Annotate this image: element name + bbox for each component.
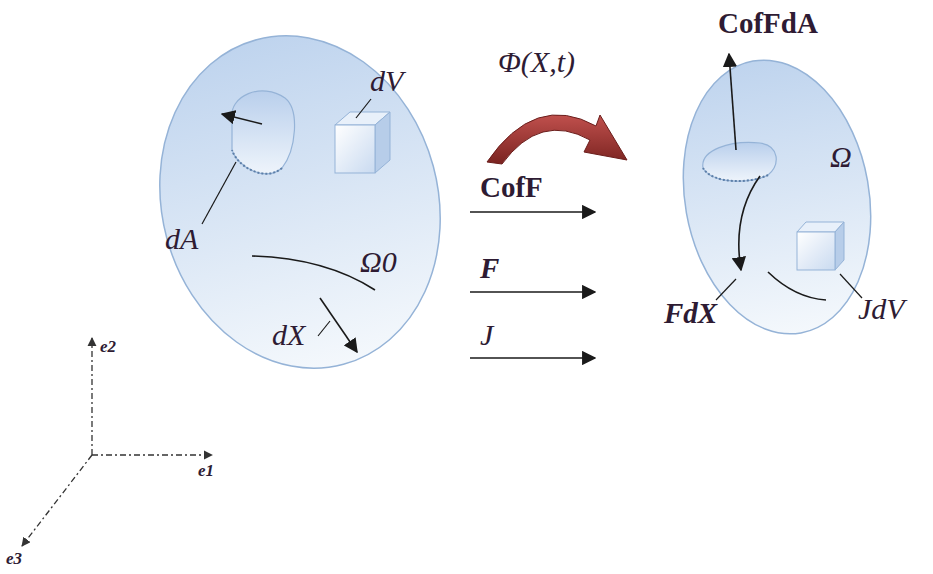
normal-arrow [729,54,736,150]
volume-cube [335,112,390,173]
region-label: Ω [830,140,852,173]
normal-arrow [222,114,262,124]
axes [22,338,212,546]
map-arrow [470,211,595,213]
leader-line [318,321,330,336]
axis-label: e3 [6,550,22,569]
leader-line [716,279,736,300]
area-element [232,91,295,174]
map-arrow [470,291,595,293]
image-volume-label: JdV [858,292,905,325]
axis-e2 [91,338,92,455]
cube-front [335,125,375,173]
body-shape [662,45,891,349]
mapping-label: Φ(X,t) [498,45,575,78]
material-curve [252,256,375,290]
map-arrow [470,357,595,359]
gradient-label: F [480,253,499,285]
axis-e3 [22,455,92,546]
image-line-label: FdX [664,298,717,330]
area-label: dA [165,222,198,255]
image-normal-label: CofFdA [718,8,818,40]
body-shape [123,4,477,400]
axis-label: e2 [100,338,116,357]
cube-side [375,112,390,173]
region-label: Ω0 [360,245,397,278]
area-shadow [232,150,282,174]
line-element-arrow [320,298,357,352]
material-curve [768,272,826,300]
line-label: dX [272,318,305,351]
axis-label: e1 [198,462,214,481]
cube-front [797,232,835,270]
leader-line [202,162,236,224]
leader-line [356,99,371,118]
line-element-arrow [739,176,760,270]
cube-side [835,222,844,270]
volume-cube [797,222,844,270]
cofactor-label: CofF [480,172,543,204]
volume-label: dV [370,64,403,97]
area-element [703,142,776,181]
mapping-arrow [487,115,627,164]
axis-e1 [92,454,212,455]
jacobian-label: J [480,318,493,351]
